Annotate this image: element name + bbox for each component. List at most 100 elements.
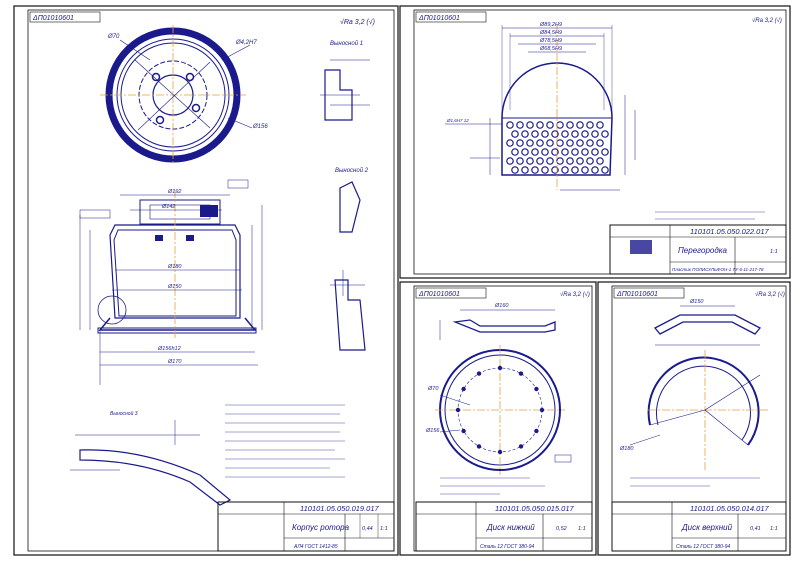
drawing-code-4: 110101.05.050.014.017: [690, 504, 770, 513]
perforation-hole: [576, 157, 584, 165]
detail-view-2: Выносной 2: [330, 167, 369, 351]
roughness-1: √Ra 3,2 (√): [340, 18, 375, 26]
perforation-hole: [581, 166, 589, 174]
perforation-hole: [596, 157, 604, 165]
perforation-hole: [586, 157, 594, 165]
perforation-hole: [521, 130, 529, 138]
perforation-hole: [516, 157, 524, 165]
notes-3: [440, 477, 545, 495]
rotor-section-view: Ø192 Ø142 Ø180 Ø150 Ø156h12 Ø170: [79, 179, 263, 385]
dia-dim-5: Ø1,6Н7 12: [446, 118, 469, 123]
perforation-hole: [511, 130, 519, 138]
perforation-hole: [531, 148, 539, 156]
lower-disc-section: Ø160: [439, 303, 556, 340]
perforation-hole: [546, 139, 554, 147]
sheet-upper-disc: ΔΠ01010601 √Ra 3,2 (√) Ø150 Ø180: [597, 281, 791, 556]
lower-disc-holes: [455, 365, 545, 455]
dim-d70: Ø70: [107, 34, 120, 40]
dim-d180: Ø180: [167, 264, 182, 270]
diaphragm-view: Ø89,2H9 Ø84,5H9 Ø78,5H9 Ø68,5H9 Ø1,6Н7 1…: [445, 22, 636, 191]
sheet-lower-disc: ΔΠ01010601 √Ra 3,2 (√) Ø160 Ø70 Ø156: [399, 281, 597, 556]
perforation-hole: [551, 148, 559, 156]
stamp-1: ΔΠ01010601: [32, 15, 74, 22]
roughness-2: √Ra 3,2 (√): [752, 17, 782, 24]
material-1: АЛ4 ГОСТ 1412-85: [293, 544, 338, 550]
dia-dim-4: Ø68,5H9: [539, 46, 562, 52]
notes-4: [630, 477, 760, 487]
material-4: Сталь 12 ГОСТ 380-94: [676, 544, 730, 550]
part-name-3: Диск нижний: [486, 523, 535, 532]
perforation-hole: [561, 130, 569, 138]
perforation-hole: [571, 166, 579, 174]
material-3: Сталь 12 ГОСТ 380-94: [480, 544, 534, 550]
perforation-hole: [516, 121, 524, 129]
perforation-hole: [506, 121, 514, 129]
stamp-2: ΔΠ01010601: [418, 15, 460, 22]
mass-3: 0,52: [556, 526, 567, 532]
perforation-hole: [601, 130, 609, 138]
mounting-hole: [461, 386, 466, 392]
perforation-hole: [521, 166, 529, 174]
detail-view-1: Выносной 1: [320, 40, 370, 121]
scale-4: 1:1: [770, 526, 778, 532]
perforation-hole: [546, 121, 554, 129]
ld-dim-2: Ø156: [425, 428, 440, 434]
sheet-diaphragm: ΔΠ01010601 √Ra 3,2 (√) Ø89,2H9 Ø84,5H9 Ø…: [399, 5, 791, 279]
perforation-hole: [601, 148, 609, 156]
perforation-hole: [566, 157, 574, 165]
mass-4: 0,41: [750, 526, 761, 532]
mounting-hole: [518, 444, 524, 449]
svg-text:Выносной 3: Выносной 3: [110, 410, 138, 417]
perforation-hole: [581, 148, 589, 156]
perforation-hole: [596, 121, 604, 129]
view-label-2: Выносной 2: [335, 167, 369, 174]
notes-1: [225, 404, 345, 478]
dim-d150: Ø150: [167, 284, 182, 290]
perforation-hole: [506, 157, 514, 165]
dim-d42: Ø4,2Н7: [235, 40, 257, 46]
perforation-hole: [566, 121, 574, 129]
perforation-hole: [601, 166, 609, 174]
perforation-hole: [571, 148, 579, 156]
mounting-hole: [476, 444, 482, 449]
perforation-hole: [556, 157, 564, 165]
perforation-hole: [506, 139, 514, 147]
title-block-1: 110101.05.050.019.017 Корпус ротора АЛ4 …: [217, 501, 395, 552]
mounting-hole: [497, 449, 503, 455]
hole-grid: [506, 121, 609, 174]
material-2: Пластик ПОЛИСУЛЬФОН-1 ТУ 6-11-217-78: [672, 267, 764, 272]
dim-d170: Ø170: [167, 359, 182, 365]
perforation-hole: [586, 121, 594, 129]
notes-2: [655, 211, 765, 220]
perforation-hole: [541, 148, 549, 156]
perforation-hole: [541, 166, 549, 174]
drawing-code-1: 110101.05.050.019.017: [300, 504, 380, 513]
part-name-2: Перегородка: [678, 246, 728, 255]
perforation-hole: [541, 130, 549, 138]
perforation-hole: [576, 139, 584, 147]
perforation-hole: [551, 166, 559, 174]
mounting-hole: [455, 407, 461, 413]
perforation-hole: [561, 166, 569, 174]
title-block-2: 110101.05.050.022.017 Перегородка Пласти…: [609, 224, 787, 275]
mounting-hole: [518, 371, 524, 376]
mass-1: 0,44: [362, 526, 373, 532]
perforation-hole: [551, 130, 559, 138]
perforation-hole: [526, 121, 534, 129]
ld-dim-1: Ø70: [427, 386, 439, 392]
perforation-hole: [536, 157, 544, 165]
title-block-4: 110101.05.050.014.017 Диск верхний Сталь…: [611, 501, 787, 552]
mounting-hole: [476, 371, 482, 376]
perforation-hole: [526, 157, 534, 165]
rotor-top-view: Ø70 Ø4,2Н7 Ø156: [100, 25, 268, 165]
perforation-hole: [596, 139, 604, 147]
view-label-1: Выносной 1: [330, 40, 363, 47]
dia-dim-3: Ø78,5H9: [539, 38, 562, 44]
perforation-hole: [571, 130, 579, 138]
roughness-4: √Ra 3,2 (√): [755, 291, 785, 298]
mounting-hole: [539, 407, 545, 413]
dim-d142: Ø142: [161, 204, 175, 210]
dim-d192: Ø192: [167, 189, 181, 195]
dia-dim-2: Ø84,5H9: [539, 30, 562, 36]
